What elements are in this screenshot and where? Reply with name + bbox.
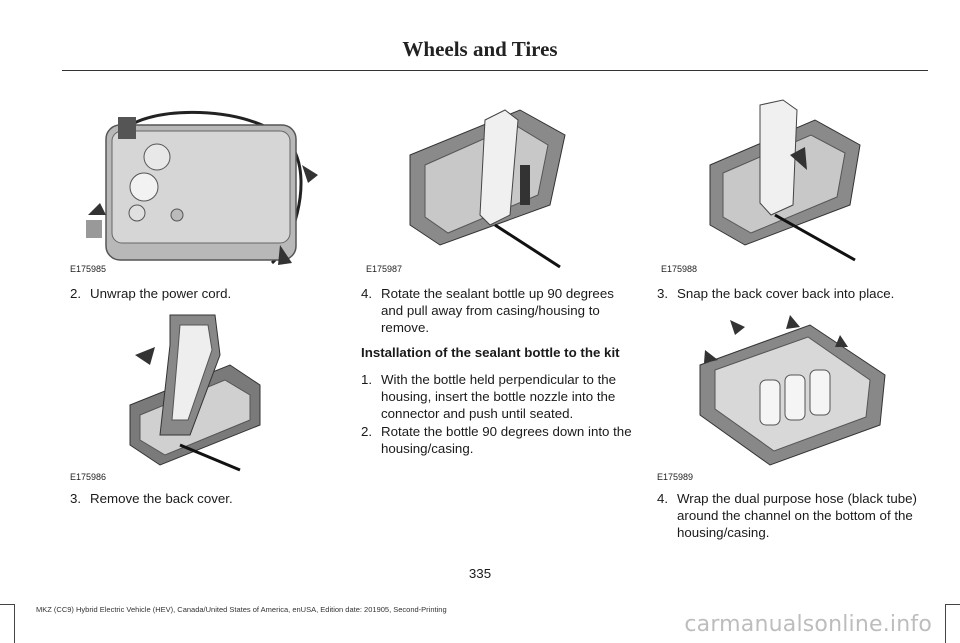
- step-text: Snap the back cover back into place.: [677, 286, 895, 301]
- step-text: Rotate the bottle 90 degrees down into t…: [381, 424, 632, 456]
- crop-mark: [0, 604, 14, 605]
- instruction-step: 4. Rotate the sealant bottle up 90 degre…: [361, 285, 636, 336]
- page-number: 335: [468, 566, 492, 581]
- instruction-step: 3. Remove the back cover.: [70, 490, 330, 507]
- step-number: 3.: [70, 491, 82, 506]
- figure-code: E175985: [70, 264, 107, 274]
- page-title: Wheels and Tires: [402, 37, 558, 61]
- figure-code: E175986: [70, 472, 107, 482]
- instruction-step: 4. Wrap the dual purpose hose (black tub…: [657, 490, 932, 541]
- figure-sealant-bottle-install: [705, 95, 865, 275]
- instruction-step: 2. Rotate the bottle 90 degrees down int…: [361, 423, 636, 457]
- step-number: 3.: [657, 286, 669, 301]
- step-number: 4.: [361, 286, 373, 301]
- step-text: Remove the back cover.: [90, 491, 233, 506]
- step-text: Rotate the sealant bottle up 90 degrees …: [381, 286, 614, 335]
- crop-mark: [945, 604, 960, 605]
- step-number: 4.: [657, 491, 669, 506]
- figure-code: E175989: [657, 472, 694, 482]
- step-number: 2.: [70, 286, 82, 301]
- step-number: 2.: [361, 424, 373, 439]
- watermark-link[interactable]: carmanualsonline.info: [684, 612, 932, 637]
- crop-mark: [14, 604, 15, 643]
- step-number: 1.: [361, 372, 373, 387]
- edition-footer: MKZ (CC9) Hybrid Electric Vehicle (HEV),…: [36, 605, 447, 614]
- instruction-step: 1. With the bottle held perpendicular to…: [361, 371, 636, 422]
- figure-code: E175988: [661, 264, 698, 274]
- step-text: Wrap the dual purpose hose (black tube) …: [677, 491, 917, 540]
- figure-compressor-cord: [62, 95, 332, 280]
- header-divider: [62, 70, 928, 71]
- step-text: With the bottle held perpendicular to th…: [381, 372, 617, 421]
- crop-mark: [945, 604, 946, 643]
- figure-back-cover-snap: [690, 305, 890, 475]
- step-text: Unwrap the power cord.: [90, 286, 232, 301]
- section-heading: Installation of the sealant bottle to th…: [361, 345, 620, 360]
- figure-code: E175987: [366, 264, 403, 274]
- figure-back-cover-removal: [120, 305, 270, 475]
- instruction-step: 2. Unwrap the power cord.: [70, 285, 330, 302]
- figure-sealant-bottle-rotate: [400, 95, 580, 275]
- instruction-step: 3. Snap the back cover back into place.: [657, 285, 932, 302]
